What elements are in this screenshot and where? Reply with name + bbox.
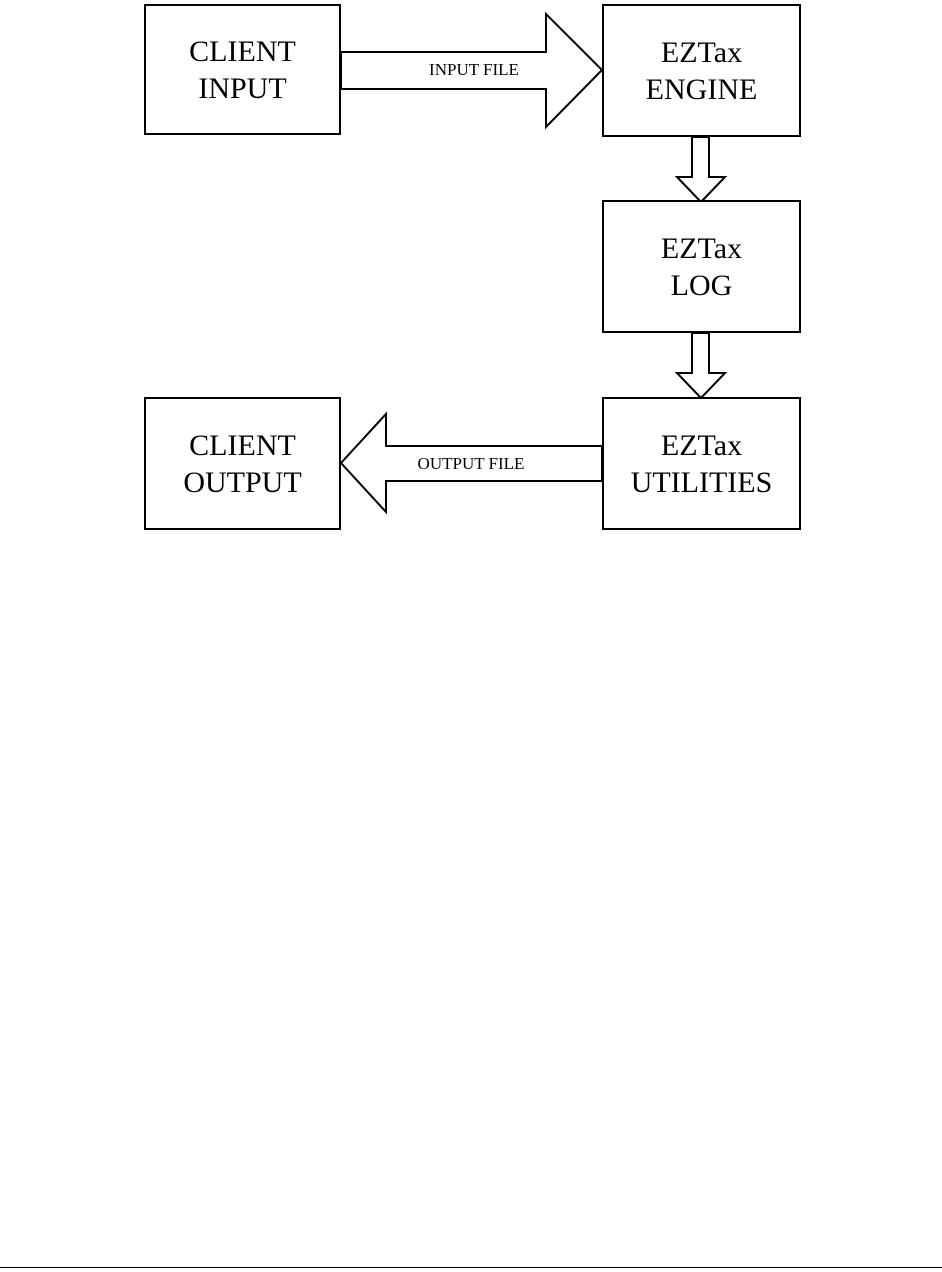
eztax-utilities-line-1: EZTax — [660, 428, 743, 462]
client-input-line-1: CLIENT — [189, 34, 296, 68]
eztax-utilities-line-2: UTILITIES — [630, 465, 773, 499]
client-input-box: CLIENT INPUT — [144, 4, 341, 135]
eztax-engine-box: EZTax ENGINE — [602, 4, 801, 137]
eztax-log-line-1: EZTax — [660, 231, 743, 265]
page-bottom-rule — [0, 1267, 942, 1268]
input-file-label: INPUT FILE — [429, 60, 519, 79]
client-input-line-2: INPUT — [198, 71, 287, 105]
client-output-line-1: CLIENT — [189, 428, 296, 462]
eztax-log-box: EZTax LOG — [602, 200, 801, 333]
input-file-arrow — [340, 11, 604, 130]
output-file-label: OUTPUT FILE — [417, 454, 525, 473]
eztax-log-line-2: LOG — [670, 268, 733, 302]
eztax-engine-line-2: ENGINE — [645, 72, 758, 106]
log-to-utilities-arrow — [674, 332, 728, 400]
eztax-engine-line-1: EZTax — [660, 35, 743, 69]
engine-to-log-arrow — [674, 136, 728, 204]
output-file-arrow — [339, 411, 603, 515]
client-output-line-2: OUTPUT — [183, 465, 302, 499]
eztax-utilities-box: EZTax UTILITIES — [602, 397, 801, 530]
client-output-box: CLIENT OUTPUT — [144, 397, 341, 530]
